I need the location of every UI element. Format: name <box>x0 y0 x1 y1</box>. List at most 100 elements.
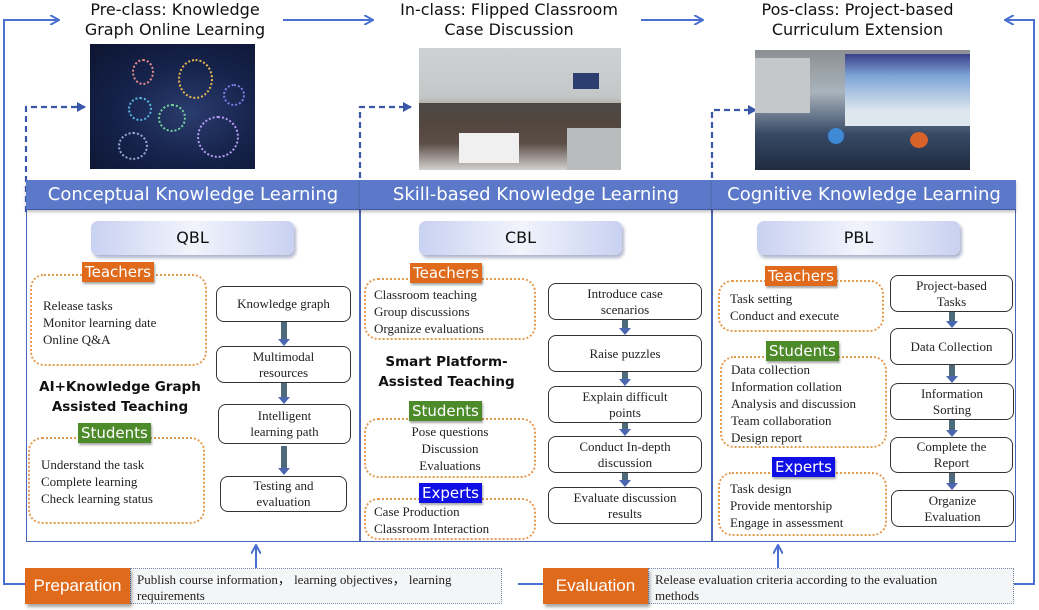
experts-tag-col3: Experts <box>772 457 835 477</box>
flow-text: Evaluate discussion <box>573 489 677 505</box>
down-arrow-icon <box>278 322 290 346</box>
assist-line: AI+Knowledge Graph <box>39 379 201 395</box>
evaluation-tag: Evaluation <box>543 568 648 604</box>
note-line: methods <box>655 588 700 603</box>
flow-text: Multimodal <box>252 348 315 364</box>
down-arrow-icon <box>946 365 958 383</box>
flow-text: points <box>609 404 641 420</box>
column-header-cognitive: Cognitive Knowledge Learning <box>712 180 1016 210</box>
list-item: Online Q&A <box>43 332 111 347</box>
flow-text: Organize <box>928 492 977 508</box>
stage-title-line: Pos-class: Project-based <box>761 0 954 19</box>
hardhat-blue <box>828 128 844 144</box>
flow-text: Sorting <box>932 401 972 417</box>
stage-title-line: Case Discussion <box>444 20 574 39</box>
assist-line: Assisted Teaching <box>378 374 515 390</box>
teachers-tag-col2: Teachers <box>410 263 482 283</box>
graph-cluster <box>118 132 148 160</box>
note-line: Release evaluation criteria according to… <box>655 572 938 587</box>
list-item: Information collation <box>731 379 842 394</box>
graph-cluster <box>178 59 213 99</box>
flow-text: Complete the <box>916 439 987 454</box>
list-item: Classroom teaching <box>374 287 477 302</box>
preparation-note: Publish course information， learning obj… <box>130 568 502 604</box>
flow-text: Evaluation <box>924 508 981 524</box>
students-tag-col1: Students <box>78 423 151 443</box>
stage-title-line: Pre-class: Knowledge <box>90 0 260 19</box>
list-item: Task design <box>730 481 792 496</box>
assist-line: Smart Platform- <box>385 354 508 370</box>
list-item: Team collaboration <box>731 413 832 428</box>
loop-right-line <box>1006 20 1035 585</box>
students-tag-col2: Students <box>409 401 482 421</box>
experts-list-col3: Task design Provide mentorship Engage in… <box>730 480 843 531</box>
list-item: Engage in assessment <box>730 515 844 530</box>
graph-cluster <box>128 97 152 121</box>
podium <box>567 128 621 170</box>
teachers-tag-col1: Teachers <box>82 262 154 282</box>
list-item: Analysis and discussion <box>731 396 856 411</box>
flow-text: Data Collection <box>910 338 993 354</box>
students-tag-col3: Students <box>766 341 839 361</box>
down-arrow-icon <box>619 473 631 487</box>
dashed-arrow-col1 <box>24 102 86 212</box>
assist-line: Assisted Teaching <box>51 399 189 415</box>
flow-text: resources <box>258 364 309 380</box>
graph-cluster <box>197 116 239 158</box>
classroom-photo <box>419 48 621 170</box>
method-pbl: PBL <box>757 221 960 255</box>
teachers-list-col2: Classroom teaching Group discussions Org… <box>374 286 484 337</box>
list-item: Check learning status <box>41 491 153 506</box>
flow-text: Raise puzzles <box>589 345 661 361</box>
down-arrow-icon <box>946 473 958 490</box>
list-item: Group discussions <box>374 304 470 319</box>
video-wall <box>845 54 970 126</box>
list-item: Discussion <box>421 441 479 456</box>
list-item: Monitor learning date <box>43 315 157 330</box>
teachers-tag-col3: Teachers <box>765 266 837 286</box>
students-list-col2: Pose questions Discussion Evaluations <box>364 423 536 474</box>
teachers-list-col1: Release tasks Monitor learning date Onli… <box>43 297 156 348</box>
list-item: Design report <box>731 430 803 445</box>
flow-step: Data Collection <box>890 328 1013 365</box>
down-arrow-icon <box>619 423 631 436</box>
list-item: Conduct and execute <box>730 308 840 323</box>
method-qbl: QBL <box>91 221 294 255</box>
control-room-photo <box>755 50 970 170</box>
flow-text: scenarios <box>600 301 650 317</box>
wall-screen <box>573 73 599 89</box>
list-item: Task setting <box>730 291 793 306</box>
flow-text: results <box>608 505 642 521</box>
assist-label-col2: Smart Platform- Assisted Teaching <box>364 352 529 392</box>
flow-text: Knowledge graph <box>237 296 330 311</box>
column-header-conceptual: Conceptual Knowledge Learning <box>26 180 360 210</box>
down-arrow-icon <box>278 383 290 404</box>
flow-text: Conduct In-depth <box>579 438 671 454</box>
hardhat-orange <box>910 132 928 148</box>
flow-text: Testing and <box>253 478 314 493</box>
assist-label-col1: AI+Knowledge Graph Assisted Teaching <box>30 377 210 417</box>
note-line: requirements <box>137 588 205 603</box>
down-arrow-icon <box>946 420 958 437</box>
stage-title-inclass: In-class: Flipped Classroom Case Discuss… <box>380 0 638 40</box>
list-item: Data collection <box>731 362 811 377</box>
list-item: Complete learning <box>41 474 138 489</box>
preparation-tag: Preparation <box>25 568 130 604</box>
evaluation-note: Release evaluation criteria according to… <box>648 568 1014 604</box>
list-item: Provide mentorship <box>730 498 833 513</box>
flow-text: learning path <box>250 424 319 439</box>
flow-step: Knowledge graph <box>216 286 351 322</box>
flow-text: Explain difficult <box>582 388 668 404</box>
down-arrow-icon <box>946 312 958 328</box>
table <box>459 133 519 163</box>
students-list-col3: Data collection Information collation An… <box>731 361 856 446</box>
